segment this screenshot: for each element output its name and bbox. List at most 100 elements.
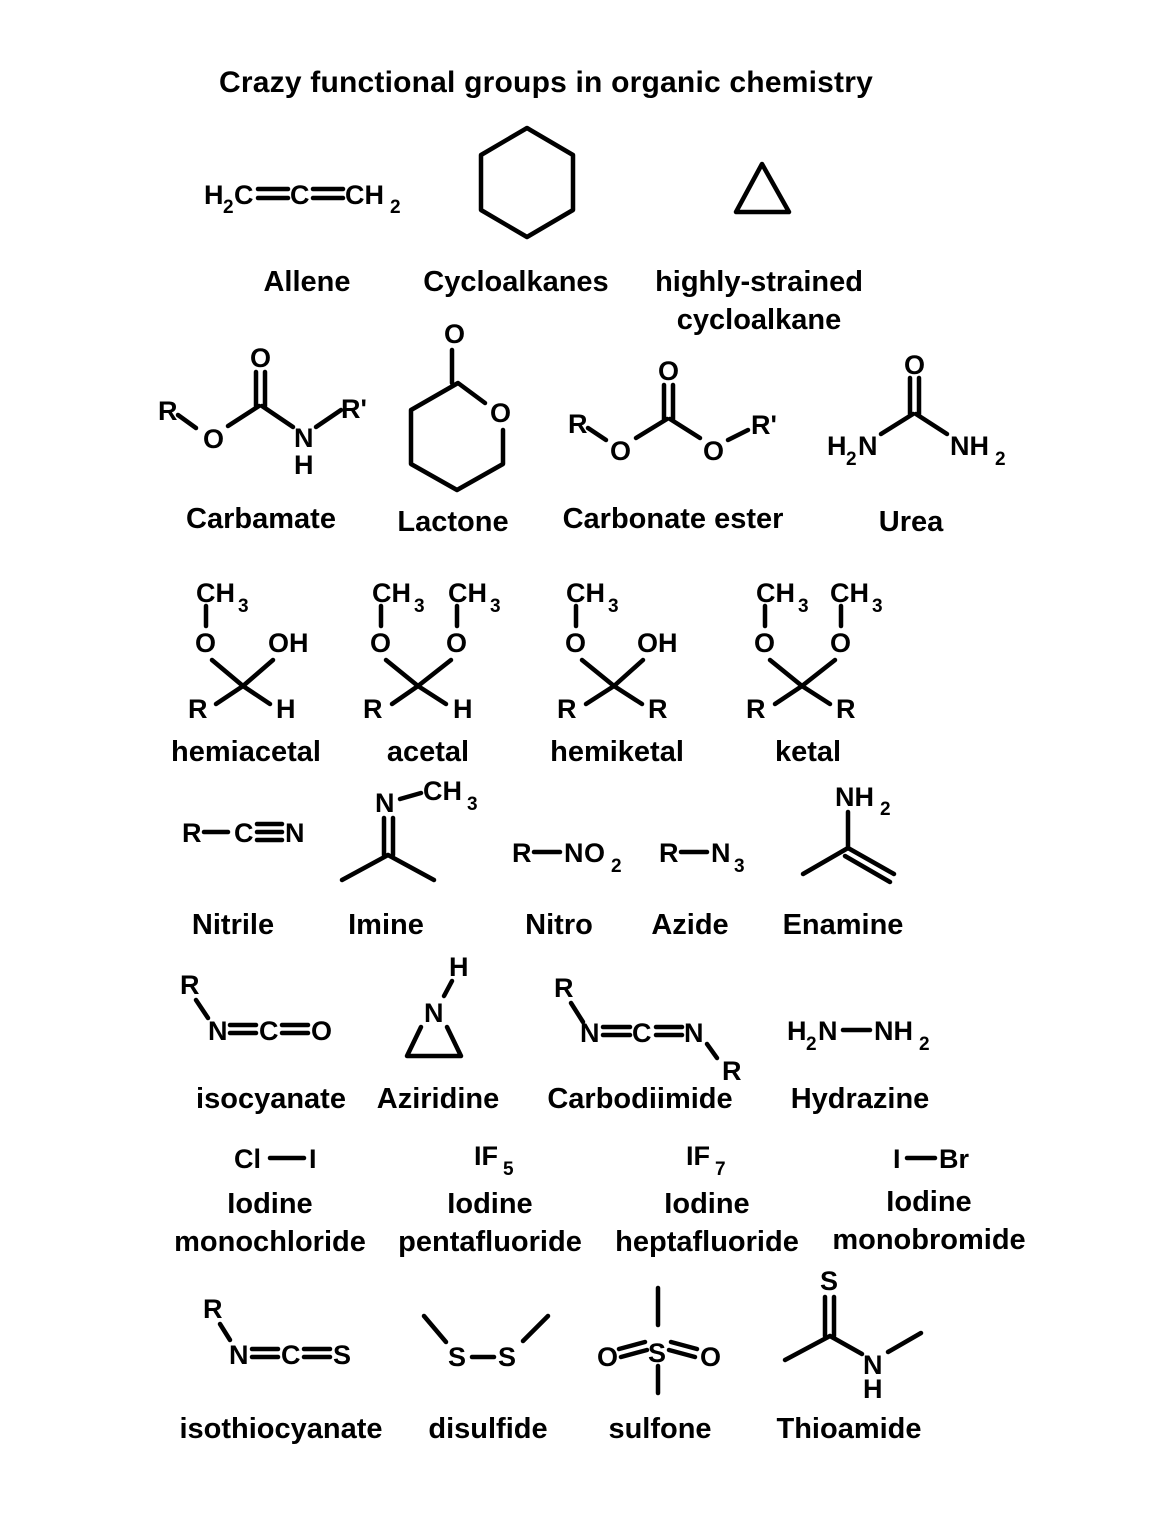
label-nitro: Nitro — [525, 909, 593, 941]
svg-text:I: I — [309, 1144, 317, 1174]
label-allene: Allene — [263, 266, 351, 298]
svg-text:R: R — [746, 694, 766, 724]
label-hemiketal: hemiketal — [550, 736, 684, 768]
svg-text:N: N — [294, 423, 314, 453]
svg-text:CH: CH — [448, 578, 487, 608]
svg-text:C: C — [234, 180, 254, 210]
svg-text:CH: CH — [423, 776, 462, 806]
label-iodine-heptafluoride-line2: heptafluoride — [615, 1226, 799, 1258]
svg-text:CH: CH — [345, 180, 384, 210]
svg-text:O: O — [370, 628, 391, 658]
disulfide-structure: S S — [421, 1313, 551, 1372]
svg-text:R: R — [659, 838, 679, 868]
svg-text:R: R — [363, 694, 383, 724]
carbamate-structure: R O O N H R' — [158, 343, 367, 480]
svg-text:2: 2 — [995, 449, 1006, 470]
cyclohexane-ring — [478, 125, 576, 240]
label-iodine-monochloride-line1: Iodine — [227, 1188, 313, 1220]
svg-text:S: S — [648, 1338, 666, 1368]
carbonate-ester-structure: R O O O R' — [568, 356, 777, 466]
label-hydrazine: Hydrazine — [790, 1083, 930, 1115]
svg-text:H: H — [787, 1016, 807, 1046]
svg-text:N: N — [580, 1018, 600, 1048]
urea-structure: H 2 N O NH 2 — [827, 350, 1006, 470]
label-thioamide: Thioamide — [776, 1413, 922, 1445]
nitrile-structure: R C N — [182, 818, 305, 848]
svg-text:CH: CH — [196, 578, 235, 608]
page-title: Crazy functional groups in organic chemi… — [219, 66, 873, 99]
acetal-structure: CH 3 CH 3 O O R H — [363, 578, 501, 724]
svg-text:R: R — [512, 838, 532, 868]
svg-text:Br: Br — [939, 1144, 969, 1174]
label-isothiocyanate: isothiocyanate — [179, 1413, 383, 1445]
svg-text:Cl: Cl — [234, 1144, 261, 1174]
svg-text:R': R' — [751, 410, 777, 440]
svg-text:R: R — [188, 694, 208, 724]
svg-text:3: 3 — [238, 596, 249, 617]
svg-text:N: N — [424, 998, 444, 1028]
svg-text:N: N — [208, 1016, 228, 1046]
svg-text:O: O — [203, 424, 224, 454]
svg-text:H: H — [276, 694, 296, 724]
svg-text:O: O — [597, 1342, 618, 1372]
label-sulfone: sulfone — [608, 1413, 712, 1445]
svg-text:NH: NH — [950, 431, 989, 461]
svg-text:2: 2 — [223, 197, 234, 218]
svg-text:NH: NH — [835, 782, 874, 812]
iodine-monobromide-formula: I Br — [893, 1144, 969, 1174]
aziridine-structure: H N — [404, 952, 469, 1059]
iodine-pentafluoride-formula: IF 5 — [474, 1141, 514, 1180]
carbodiimide-structure: R N C N R — [554, 973, 742, 1086]
svg-text:H: H — [449, 952, 469, 982]
label-iodine-monochloride-line2: monochloride — [174, 1226, 366, 1258]
label-nitrile: Nitrile — [191, 909, 275, 941]
svg-text:O: O — [584, 838, 605, 868]
svg-text:H: H — [294, 450, 314, 480]
imine-structure: N CH 3 — [339, 776, 478, 883]
svg-text:2: 2 — [390, 197, 401, 218]
iodine-heptafluoride-formula: IF 7 — [686, 1141, 726, 1180]
svg-text:3: 3 — [872, 596, 883, 617]
hemiketal-structure: CH 3 O OH R R — [557, 578, 678, 724]
label-azide: Azide — [651, 909, 729, 941]
lactone-structure: O O — [408, 319, 511, 493]
svg-text:3: 3 — [490, 596, 501, 617]
svg-text:N: N — [285, 818, 305, 848]
svg-text:O: O — [700, 1342, 721, 1372]
nitro-structure: R N O 2 — [512, 838, 622, 877]
svg-text:O: O — [250, 343, 271, 373]
label-carbodiimide: Carbodiimide — [547, 1083, 733, 1115]
svg-text:N: N — [818, 1016, 838, 1046]
thioamide-structure: S N H — [782, 1266, 924, 1404]
svg-text:N: N — [375, 788, 395, 818]
svg-text:CH: CH — [566, 578, 605, 608]
svg-text:R: R — [554, 973, 574, 1003]
svg-text:O: O — [446, 628, 467, 658]
svg-text:N: N — [684, 1018, 704, 1048]
svg-text:NH: NH — [874, 1016, 913, 1046]
label-imine: Imine — [348, 909, 424, 941]
svg-text:N: N — [863, 1350, 883, 1380]
svg-text:O: O — [703, 436, 724, 466]
svg-text:O: O — [658, 356, 679, 386]
svg-text:R: R — [648, 694, 668, 724]
svg-text:N: N — [229, 1340, 249, 1370]
allene-structure: H 2 C C CH 2 — [204, 180, 401, 218]
svg-text:I: I — [893, 1144, 901, 1174]
label-acetal: acetal — [386, 736, 470, 768]
label-cycloalkanes: Cycloalkanes — [423, 266, 609, 298]
label-iodine-monobromide-line2: monobromide — [832, 1224, 1026, 1256]
sulfone-structure: S O O — [597, 1285, 721, 1396]
label-aziridine: Aziridine — [376, 1083, 500, 1115]
label-urea: Urea — [878, 506, 944, 538]
svg-text:S: S — [820, 1266, 838, 1296]
label-disulfide: disulfide — [428, 1413, 548, 1445]
svg-text:S: S — [448, 1342, 466, 1372]
svg-text:N: N — [564, 838, 584, 868]
label-iodine-monobromide-line1: Iodine — [886, 1186, 972, 1218]
svg-text:O: O — [490, 398, 511, 428]
label-isocyanate: isocyanate — [196, 1083, 346, 1115]
label-highly-strained-line2: cycloalkane — [676, 304, 842, 336]
label-carbamate: Carbamate — [186, 503, 336, 535]
